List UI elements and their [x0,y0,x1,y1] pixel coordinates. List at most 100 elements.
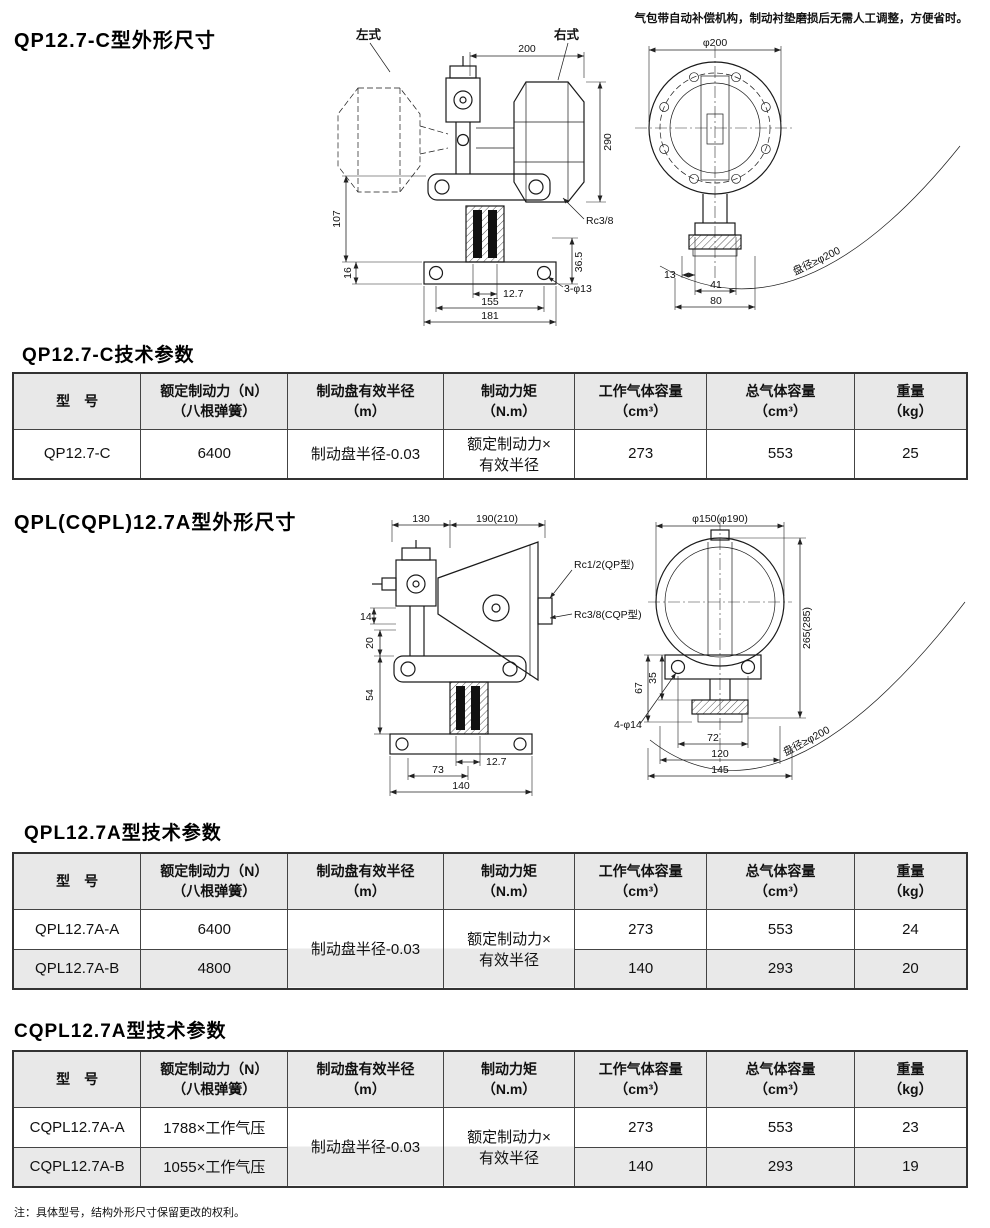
table-row: QPL12.7A-A 6400 制动盘半径-0.03 额定制动力× 有效半径 2… [12,908,968,990]
cell-effective-radius: 制动盘半径-0.03 [287,908,444,990]
dim-36-5-label: 36.5 [573,252,585,273]
header-total-volume: 总气体容量 （cm³） [706,852,855,910]
header-working-volume: 工作气体容量 （cm³） [574,372,708,430]
cell-torque: 额定制动力× 有效半径 [442,428,576,480]
section-title-qp127c-dimensions: QP12.7-C型外形尺寸 [14,30,216,52]
cell-total-volume: 553 [706,428,855,480]
header-total-volume: 总气体容量 （cm³） [706,372,855,430]
dim-181-label: 181 [481,310,499,322]
right-type-label: 右式 [553,27,580,42]
cell-total-volume: 293 [706,948,855,990]
cell-weight: 20 [853,948,968,990]
header-total-volume: 总气体容量 （cm³） [706,1050,855,1108]
dim-200-label: 200 [518,43,536,55]
table-row: QP12.7-C 6400 制动盘半径-0.03 额定制动力× 有效半径 273… [12,428,968,480]
front-view [648,518,792,762]
header-working-volume: 工作气体容量 （cm³） [574,1050,708,1108]
cell-torque: 额定制动力× 有效半径 [442,908,576,990]
qp127c-spec-table: 型 号 额定制动力（N） （八根弹簧） 制动盘有效半径 （m） 制动力矩 （N.… [12,372,968,480]
reservation-note: 注：具体型号，结构外形尺寸保留更改的权利。 [14,1207,245,1219]
cell-rated-force: 1788×工作气压 [140,1106,289,1148]
dim-80-label: 80 [710,295,722,307]
cell-effective-radius: 制动盘半径-0.03 [287,1106,444,1188]
rc38-cqp-port-label: Rc3/8(CQP型) [574,608,642,621]
cell-total-volume: 553 [706,908,855,950]
header-effective-radius: 制动盘有效半径 （m） [287,852,444,910]
dim-54-label: 54 [364,689,376,701]
right-type-leader-line [557,42,569,81]
header-rated-force: 额定制动力（N） （八根弹簧） [140,852,289,910]
front-view-dimensions: φ200 13 41 80 [648,37,782,310]
header-working-volume: 工作气体容量 （cm³） [574,852,708,910]
caliper-side-view [423,56,557,285]
disc-diameter-note: 盘径≥φ200 [781,723,832,759]
header-torque: 制动力矩 （N.m） [442,852,576,910]
cell-effective-radius: 制动盘半径-0.03 [287,428,444,480]
front-view-dimensions: φ150(φ190) 67 35 4-φ14 72 120 145 265(28… [614,513,813,780]
dim-phi150-label: φ150(φ190) [692,513,748,525]
cqpl127a-spec-table: 型 号 额定制动力（N） （八根弹簧） 制动盘有效半径 （m） 制动力矩 （N.… [12,1050,968,1188]
dim-265-285-label: 265(285) [801,607,813,649]
brake-disc-arc [649,601,966,771]
rc38-port-label: Rc3/8 [586,215,614,227]
cell-model: QPL12.7A-B [12,948,142,990]
side-view-dimensions: 14 20 54 12.7 73 140 [360,607,533,796]
header-weight: 重量 （kg） [853,1050,968,1108]
port-labels: Rc1/2(QP型) Rc3/8(CQP型) [549,558,642,621]
cell-model: QP12.7-C [12,428,142,480]
table-header-row: 型 号 额定制动力（N） （八根弹簧） 制动盘有效半径 （m） 制动力矩 （N.… [12,1050,968,1108]
cell-model: CQPL12.7A-B [12,1146,142,1188]
cell-working-volume: 273 [574,1106,708,1148]
left-type-label: 左式 [355,27,382,42]
caliper-side-view [372,540,533,755]
disc-diameter-note: 盘径≥φ200 [791,244,843,278]
dim-73-label: 73 [432,764,444,776]
qp127c-outline-drawing: 左式 右式 [331,27,961,326]
table-row: CQPL12.7A-A 1788×工作气压 制动盘半径-0.03 额定制动力× … [12,1106,968,1188]
section-title-qpl127a-specs: QPL12.7A型技术参数 [24,823,222,844]
cell-rated-force: 4800 [140,948,289,990]
dim-130-label: 130 [412,513,430,525]
dim-41-label: 41 [710,279,722,291]
dim-190-210-label: 190(210) [476,513,518,525]
header-weight: 重量 （kg） [853,852,968,910]
cell-rated-force: 6400 [140,428,289,480]
cell-working-volume: 140 [574,948,708,990]
dim-20-label: 20 [364,637,376,649]
header-effective-radius: 制动盘有效半径 （m） [287,372,444,430]
cell-torque: 额定制动力× 有效半径 [442,1106,576,1188]
cell-model: QPL12.7A-A [12,908,142,950]
front-view [635,46,795,281]
dashed-air-chamber-outline [337,87,449,193]
dim-140-label: 140 [452,780,470,792]
cell-weight: 23 [853,1106,968,1148]
table-header-row: 型 号 额定制动力（N） （八根弹簧） 制动盘有效半径 （m） 制动力矩 （N.… [12,372,968,430]
dim-155-label: 155 [481,296,499,308]
header-torque: 制动力矩 （N.m） [442,372,576,430]
cell-weight: 19 [853,1146,968,1188]
cell-weight: 25 [853,428,968,480]
dim-120-label: 120 [711,748,729,760]
dim-67-label: 67 [633,682,645,694]
cell-total-volume: 553 [706,1106,855,1148]
cell-total-volume: 293 [706,1146,855,1188]
dim-14-label: 14 [360,611,372,623]
cell-working-volume: 273 [574,428,708,480]
auto-compensation-note: 气包带自动补偿机构，制动衬垫磨损后无需人工调整，方便省时。 [634,13,969,25]
qpl127a-outline-drawing: 130 190(210) Rc1/2(QP型) Rc3/8(CQP型) [360,513,966,796]
header-rated-force: 额定制动力（N） （八根弹簧） [140,372,289,430]
table-row: QPL12.7A-B 4800 140 293 20 [12,948,968,990]
holes-3-phi13-label: 3-φ13 [564,283,592,295]
air-chamber-side-view [476,81,585,203]
section-title-cqpl127a-specs: CQPL12.7A型技术参数 [14,1021,227,1042]
cell-rated-force: 1055×工作气压 [140,1146,289,1188]
cell-model: CQPL12.7A-A [12,1106,142,1148]
section-title-qp127c-specs: QP12.7-C技术参数 [22,345,195,366]
dim-290-label: 290 [602,133,614,151]
dim-phi200-label: φ200 [703,37,727,49]
header-model: 型 号 [12,1050,142,1108]
table-header-row: 型 号 额定制动力（N） （八根弹簧） 制动盘有效半径 （m） 制动力矩 （N.… [12,852,968,910]
dim-12-7-label: 12.7 [503,288,524,300]
dim-72-label: 72 [707,732,719,744]
header-effective-radius: 制动盘有效半径 （m） [287,1050,444,1108]
